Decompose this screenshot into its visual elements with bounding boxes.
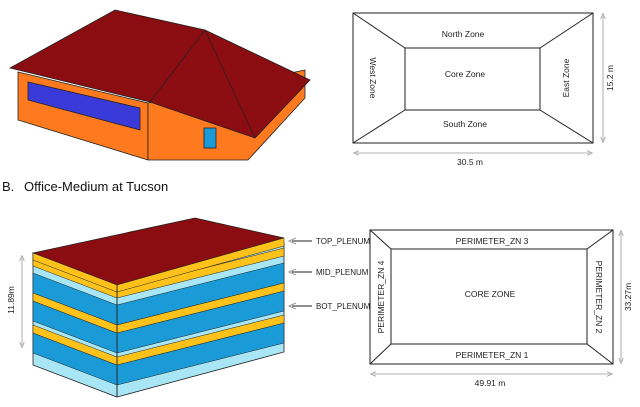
building-a-ridge-2	[204, 29, 256, 139]
section-b-title: Office-Medium at Tucson	[24, 179, 168, 194]
plan-b-outer	[369, 229, 614, 365]
plan-a-core	[404, 47, 541, 111]
plan-a-south-zone: South Zone	[443, 119, 487, 129]
section-b-letter: B.	[2, 179, 14, 194]
plan-a-east-zone: East Zone	[561, 58, 571, 97]
plan-b: PERIMETER_ZN 3 CORE ZONE PERIMETER_ZN 1 …	[369, 229, 633, 388]
plan-a-outer	[352, 12, 594, 144]
plan-a-core-zone: Core Zone	[445, 69, 485, 79]
plan-b-perimeter-zn-1: PERIMETER_ZN 1	[456, 350, 529, 360]
plan-b-perimeter-zn-3: PERIMETER_ZN 3	[456, 236, 529, 246]
plan-b-core	[390, 248, 588, 345]
building-a-3d	[8, 9, 311, 161]
building-a-ridge-1	[149, 29, 206, 103]
plan-b-perimeter-zn-2: PERIMETER_ZN 2	[594, 261, 604, 334]
plan-b-diag-4	[586, 343, 614, 365]
plenum-callouts: TOP_PLENUM MID_PLENUM BOT_PLENUM	[292, 237, 371, 311]
plan-a: North Zone Core Zone South Zone West Zon…	[352, 12, 615, 167]
building-b-3d: 11.89m	[6, 217, 285, 398]
plan-b-depth-label: 33.27m	[623, 283, 633, 311]
plan-a-width-label: 30.5 m	[457, 157, 483, 167]
top-plenum-label: TOP_PLENUM	[316, 237, 370, 246]
building-b-height-label: 11.89m	[6, 286, 16, 314]
building-a-window	[27, 81, 141, 131]
plan-b-diag-1	[369, 229, 392, 250]
mid-plenum-label: MID_PLENUM	[316, 268, 369, 277]
plan-a-diag-4	[539, 109, 594, 144]
plan-a-diag-2	[539, 12, 594, 49]
bot-plenum-label: BOT_PLENUM	[316, 302, 371, 311]
building-a-door	[203, 127, 217, 149]
plan-a-north-zone: North Zone	[442, 29, 485, 39]
plan-a-diag-1	[352, 12, 406, 49]
plan-b-perimeter-zn-4: PERIMETER_ZN 4	[376, 260, 386, 333]
plan-b-diag-2	[586, 229, 614, 250]
plan-a-diag-3	[352, 109, 406, 144]
plan-b-diag-3	[369, 343, 392, 365]
plan-b-width-label: 49.91 m	[475, 378, 506, 388]
plan-a-west-zone: West Zone	[368, 58, 378, 99]
plan-a-depth-label: 15.2 m	[605, 65, 615, 91]
plan-b-core-zone: CORE ZONE	[465, 289, 516, 299]
